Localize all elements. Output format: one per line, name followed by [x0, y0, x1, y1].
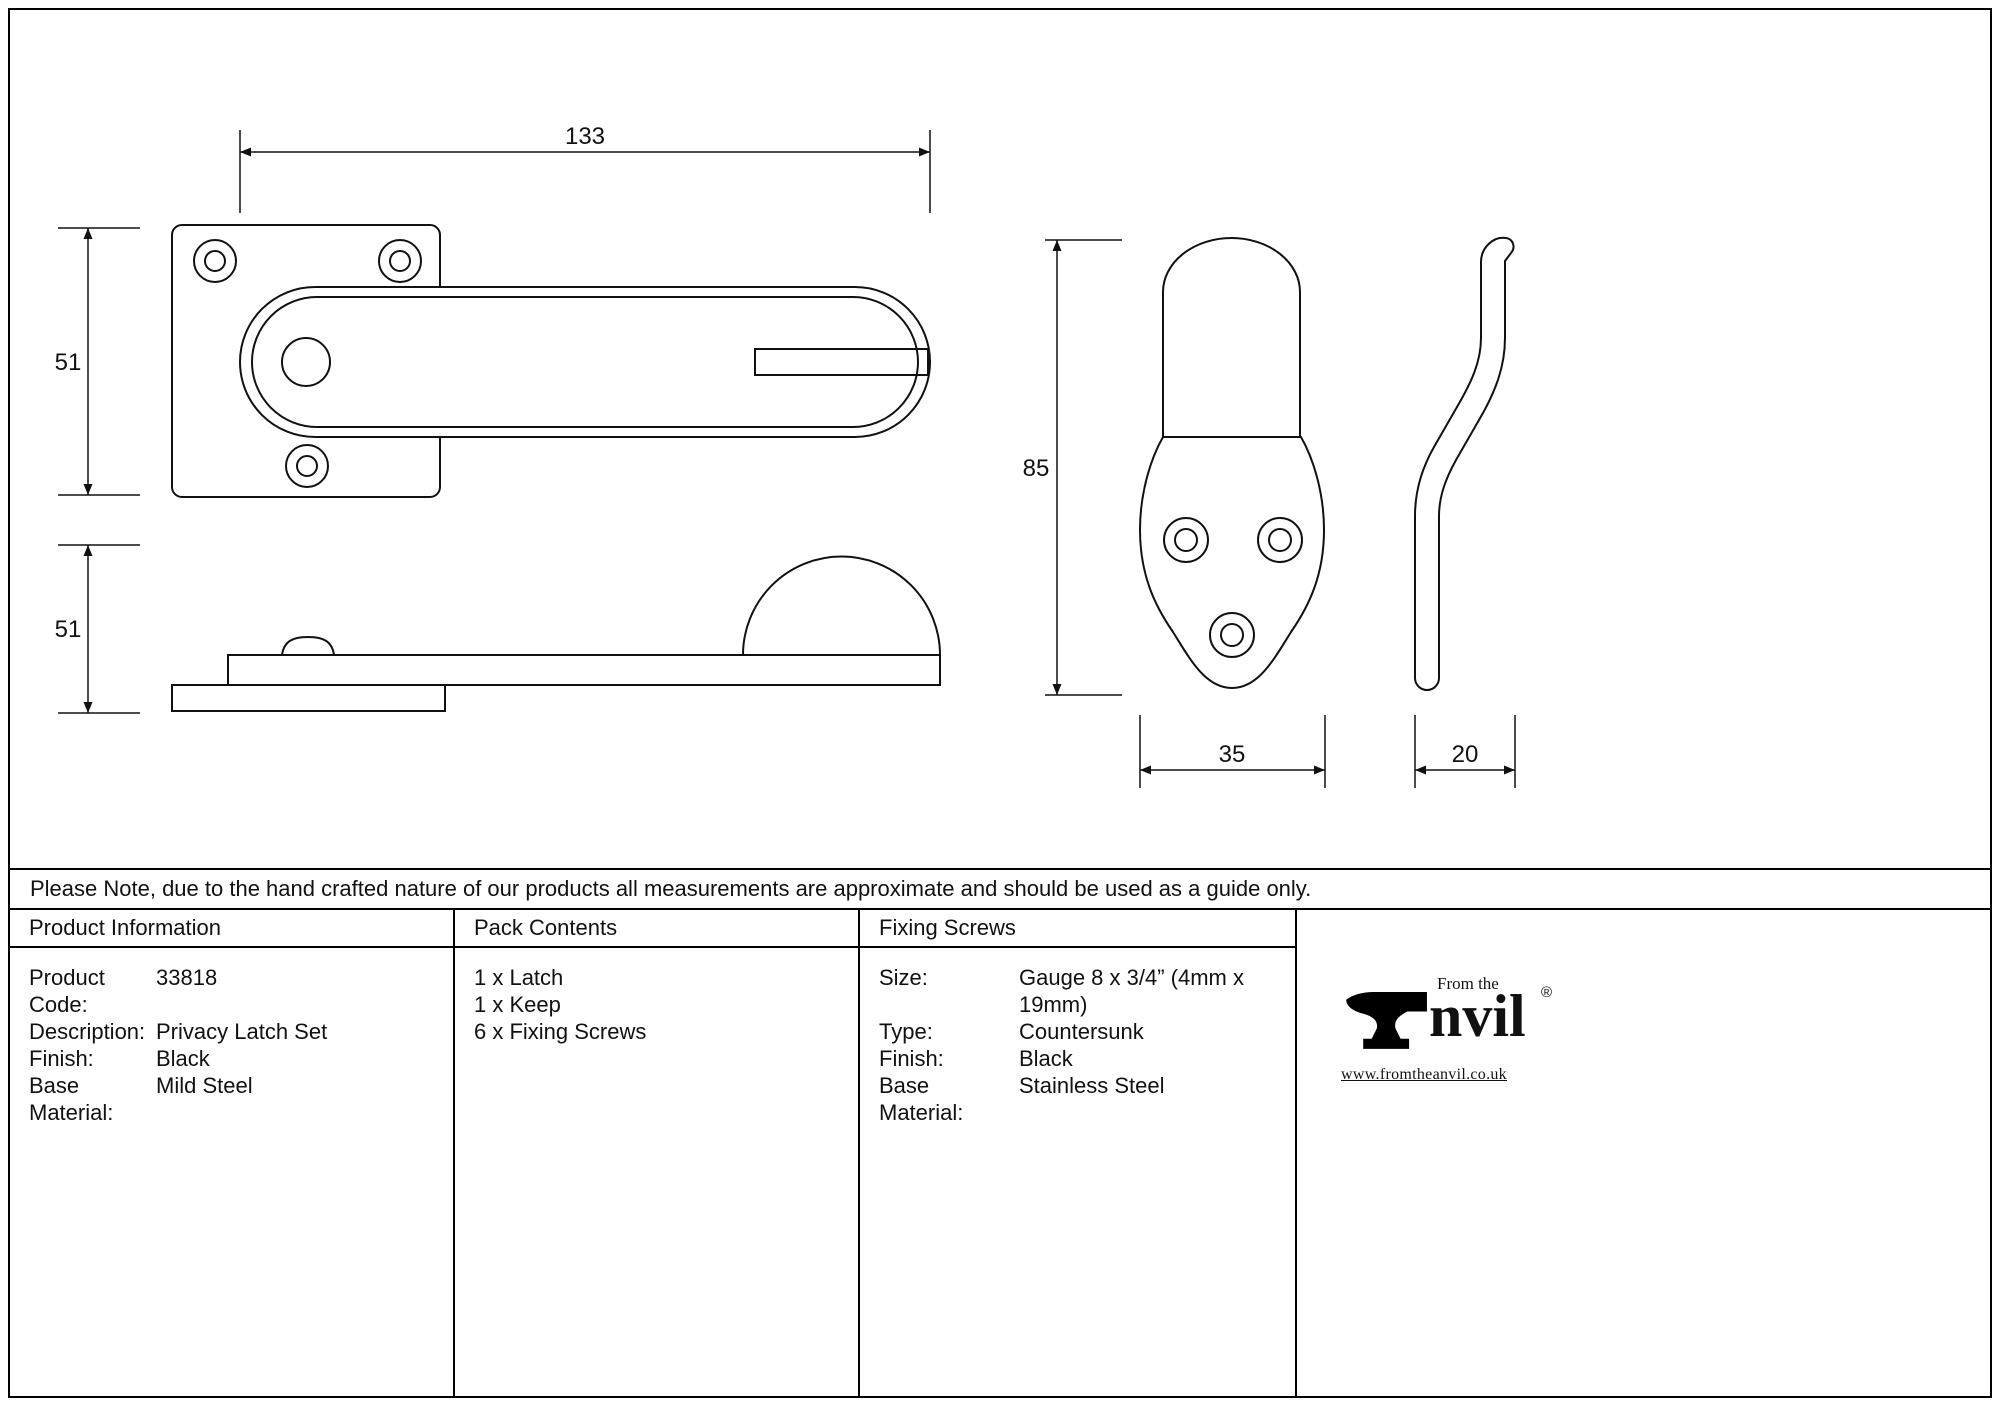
field-value: 33818	[156, 965, 218, 990]
latch-pivot-hole	[281, 337, 331, 387]
pack-contents-column: Pack Contents 1 x Latch 1 x Keep 6 x Fix…	[455, 910, 860, 1396]
spec-table: Product Information Product Code: 33818 …	[10, 908, 1990, 1396]
screw-hole	[193, 239, 237, 283]
screw-hole-inner	[1174, 528, 1198, 552]
pack-contents-header: Pack Contents	[455, 910, 858, 948]
measurement-note: Please Note, due to the hand crafted nat…	[10, 868, 1990, 908]
column-header-label: Pack Contents	[474, 915, 618, 940]
size-row: Size: Gauge 8 x 3/4” (4mm x 19mm)	[879, 964, 1276, 1018]
screw-hole-inner	[296, 455, 318, 477]
field-value: Black	[156, 1046, 210, 1071]
field-value: Gauge 8 x 3/4” (4mm x 19mm)	[1019, 965, 1244, 1017]
product-information-column: Product Information Product Code: 33818 …	[10, 910, 455, 1396]
pack-contents-body: 1 x Latch 1 x Keep 6 x Fixing Screws	[455, 948, 858, 1061]
dim-label: 51	[55, 349, 82, 376]
description-row: Description: Privacy Latch Set	[29, 1018, 434, 1045]
field-value: Countersunk	[1019, 1019, 1144, 1044]
keep-barrel	[1162, 237, 1301, 438]
dim-latch-length: 133	[239, 123, 931, 213]
screw-hole	[1209, 612, 1255, 658]
dim-label: 51	[55, 616, 82, 643]
product-information-body: Product Code: 33818 Description: Privacy…	[10, 948, 453, 1142]
brand-website: www.fromtheanvil.co.uk	[1341, 1066, 1507, 1083]
pack-item: 1 x Latch	[474, 965, 564, 990]
base-material-row: Base Material: Stainless Steel	[879, 1072, 1276, 1126]
field-label: Size:	[879, 965, 928, 990]
dim-label: 20	[1452, 741, 1479, 768]
base-material-row: Base Material: Mild Steel	[29, 1072, 434, 1126]
sheet-frame: 133 51 51 85 35	[8, 8, 1992, 1398]
latch-side-view	[171, 555, 941, 712]
field-label: Description:	[29, 1019, 146, 1044]
fixing-screws-header: Fixing Screws	[860, 910, 1295, 948]
note-text: Please Note, due to the hand crafted nat…	[30, 876, 1312, 901]
screw-hole	[1163, 517, 1209, 563]
latch-bar-side	[227, 654, 941, 686]
field-value: Black	[1019, 1046, 1073, 1071]
screw-hole-inner	[204, 250, 226, 272]
fixing-screws-column: Fixing Screws Size: Gauge 8 x 3/4” (4mm …	[860, 910, 1297, 1396]
screw-hole-inner	[1220, 623, 1244, 647]
field-value: Mild Steel	[156, 1073, 253, 1098]
field-label: Finish:	[29, 1046, 94, 1071]
latch-slot	[754, 348, 929, 376]
brand-tagline: From the	[1437, 974, 1499, 993]
dim-label: 35	[1219, 741, 1246, 768]
dim-keep-height: 85	[1023, 239, 1122, 696]
dim-label: 133	[565, 123, 605, 150]
type-row: Type: Countersunk	[879, 1018, 1276, 1045]
screw-hole	[1257, 517, 1303, 563]
keep-side-profile	[1414, 236, 1515, 691]
pack-item: 6 x Fixing Screws	[474, 1019, 647, 1044]
field-label: Type:	[879, 1019, 933, 1044]
fixing-screws-body: Size: Gauge 8 x 3/4” (4mm x 19mm) Type: …	[860, 948, 1295, 1142]
anvil-icon	[1346, 991, 1427, 1049]
column-header-label: Fixing Screws	[879, 915, 1016, 940]
dim-keep-depth: 20	[1414, 715, 1516, 788]
field-label: Product Code:	[29, 965, 105, 1017]
dim-label: 85	[1023, 455, 1050, 482]
brand-column: From the nvil ® www.fromtheanvil.co.uk	[1297, 910, 1990, 1396]
latch-arm-inner	[251, 296, 919, 428]
field-label: Finish:	[879, 1046, 944, 1071]
dim-plate-height: 51	[55, 227, 140, 496]
brand-name-text: nvil	[1429, 983, 1526, 1049]
column-header-label: Product Information	[29, 915, 221, 940]
product-information-header: Product Information	[10, 910, 453, 948]
plate-edge-side	[171, 684, 446, 712]
field-value: Privacy Latch Set	[156, 1019, 328, 1044]
screw-hole	[285, 444, 329, 488]
technical-drawing: 133 51 51 85 35	[55, 123, 1516, 788]
finish-row: Finish: Black	[879, 1045, 1276, 1072]
keep-front-view	[1138, 237, 1326, 690]
dim-keep-width: 35	[1139, 715, 1326, 788]
field-label: Base Material:	[29, 1073, 114, 1125]
product-code-row: Product Code: 33818	[29, 964, 434, 1018]
brand-logo: From the nvil ® www.fromtheanvil.co.uk	[1341, 972, 1581, 1097]
field-label: Base Material:	[879, 1073, 964, 1125]
screw-hole-inner	[389, 250, 411, 272]
keep-base	[1138, 436, 1326, 690]
dim-side-height: 51	[55, 544, 140, 714]
finish-row: Finish: Black	[29, 1045, 434, 1072]
dome-profile	[742, 555, 941, 656]
keep-profile-strip	[1414, 236, 1515, 691]
screw-hole	[378, 239, 422, 283]
registered-mark: ®	[1541, 984, 1553, 1001]
latch-front-view	[171, 224, 931, 498]
screw-hole-inner	[1268, 528, 1292, 552]
pack-item: 1 x Keep	[474, 992, 561, 1017]
screw-head-side	[280, 635, 336, 656]
field-value: Stainless Steel	[1019, 1073, 1165, 1098]
latch-arm	[239, 286, 931, 438]
